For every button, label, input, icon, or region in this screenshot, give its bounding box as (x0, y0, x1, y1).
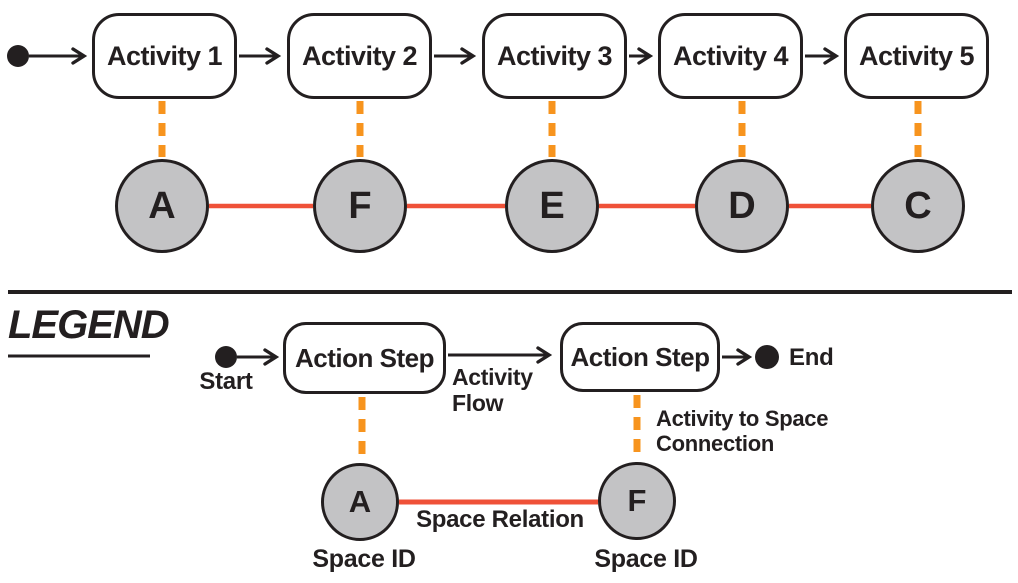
space-letter: A (148, 184, 176, 227)
space-letter: C (904, 184, 932, 227)
space-letter: F (348, 184, 372, 227)
space-node-d: D (695, 159, 789, 253)
legend-space-id-label-f: Space ID (594, 545, 698, 573)
space-letter: F (627, 483, 647, 518)
activity-node-1: Activity 1 (92, 13, 237, 99)
activity-label: Activity 2 (301, 40, 418, 71)
space-node-f: F (313, 159, 407, 253)
legend-start-dot (215, 346, 237, 368)
action-step-label: Action Step (570, 341, 710, 372)
legend-activity-flow-label: Activity Flow (452, 364, 533, 417)
activity-label: Activity 5 (858, 40, 975, 71)
legend-space-relation-label: Space Relation (416, 506, 584, 533)
legend-activity-to-space-label: Activity to Space Connection (656, 406, 829, 457)
activity-node-4: Activity 4 (658, 13, 803, 99)
legend-space-node-f: F (598, 462, 676, 540)
legend-action-step-2: Action Step (560, 322, 720, 392)
space-letter: D (728, 184, 756, 227)
legend-end-dot (755, 345, 779, 369)
space-node-a: A (115, 159, 209, 253)
legend-space-id-label-a: Space ID (312, 545, 416, 573)
legend-action-step-1: Action Step (283, 322, 446, 394)
activity-node-3: Activity 3 (482, 13, 627, 99)
space-node-e: E (505, 159, 599, 253)
activity-node-2: Activity 2 (287, 13, 432, 99)
space-letter: A (348, 484, 372, 519)
space-letter: E (539, 184, 565, 227)
legend-title: LEGEND (8, 303, 170, 347)
legend-start-label: Start (199, 368, 253, 395)
activity-label: Activity 4 (672, 40, 789, 71)
activity-node-5: Activity 5 (844, 13, 989, 99)
legend-end-label: End (789, 344, 834, 371)
action-step-label: Action Step (295, 342, 434, 373)
legend-space-node-a: A (321, 463, 399, 541)
activity-label: Activity 1 (106, 40, 223, 71)
activity-label: Activity 3 (496, 40, 613, 71)
space-node-c: C (871, 159, 965, 253)
start-node-dot (7, 45, 29, 67)
